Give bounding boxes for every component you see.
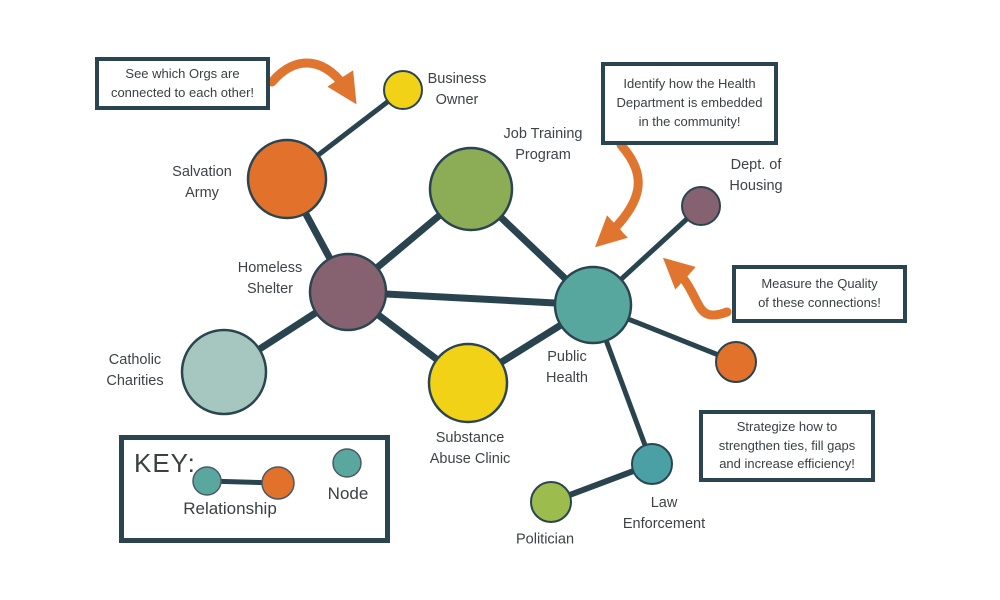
- label-homeless-shelter: Homeless Shelter: [237, 260, 303, 297]
- arrow-measure-icon: [662, 257, 732, 320]
- label-law-enforcement: Law Enforcement: [622, 495, 706, 532]
- arrow-identify-icon: [595, 140, 643, 248]
- relationship-node-a-icon: [192, 466, 222, 496]
- relationship-node-b-icon: [261, 466, 295, 500]
- callout-identify-line: in the community!: [638, 113, 741, 129]
- callout-measure: Measure the Quality of these connections!: [732, 265, 907, 323]
- callout-identify-line: Identify how the Health: [623, 76, 756, 92]
- callout-see-orgs-line: See which Orgs are: [125, 65, 240, 81]
- key-glyphs: [192, 448, 362, 500]
- arrow-see-orgs-icon: [267, 58, 357, 105]
- key-title: KEY:: [134, 448, 196, 478]
- label-business-owner: Business Owner: [427, 71, 487, 108]
- label-substance-abuse-clinic: Substance Abuse Clinic: [429, 430, 511, 467]
- callout-strategize-line: Strategize how to: [736, 418, 838, 434]
- label-dept-of-housing: Dept. of Housing: [729, 157, 783, 194]
- callout-strategize-line: and increase efficiency!: [719, 456, 855, 472]
- callout-identify-line: Department is embedded: [616, 95, 763, 111]
- node-salvation-army: [246, 138, 328, 220]
- callout-measure-line: of these connections!: [758, 295, 881, 310]
- node-job-training-program: [428, 146, 514, 232]
- node-law-enforcement: [631, 443, 673, 485]
- key-box: KEY: Relationship Node: [119, 435, 390, 543]
- nodes-layer: [180, 70, 757, 523]
- node-business-owner: [383, 70, 423, 110]
- label-salvation-army: Salvation Army: [172, 164, 232, 201]
- node-partner-org: [715, 341, 757, 383]
- node-homeless-shelter: [308, 252, 388, 332]
- label-job-training-program: Job Training Program: [503, 126, 583, 163]
- label-catholic-charities: Catholic Charities: [106, 352, 164, 389]
- key-node-label: Node: [327, 484, 369, 503]
- arrows-layer: [267, 58, 732, 320]
- edge-homeless-shelter--public-health: [347, 288, 594, 309]
- node-catholic-charities: [180, 328, 268, 416]
- node-public-health: [553, 265, 633, 345]
- label-politician: Politician: [515, 531, 575, 548]
- callout-strategize-line: strengthen ties, fill gaps: [718, 437, 856, 453]
- node-substance-abuse-clinic: [427, 342, 509, 424]
- callout-see-orgs: See which Orgs are connected to each othe…: [95, 57, 270, 110]
- node-politician: [530, 481, 572, 523]
- key-relationship-label: Relationship: [183, 499, 277, 518]
- callout-measure-line: Measure the Quality: [761, 276, 878, 292]
- callout-see-orgs-line: connected to each other!: [110, 84, 255, 100]
- node-dept-of-housing: [681, 186, 721, 226]
- callout-strategize: Strategize how to strengthen ties, fill g…: [699, 410, 875, 482]
- node-icon: [332, 448, 362, 478]
- label-public-health: Public Health: [546, 349, 588, 386]
